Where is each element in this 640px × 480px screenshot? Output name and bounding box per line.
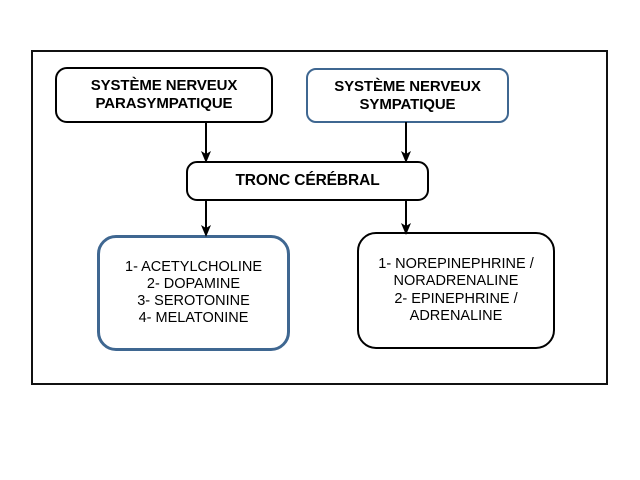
node-brainstem-label: TRONC CÉRÉBRAL <box>235 171 380 189</box>
node-sympathetic-transmitters-label: 1- NOREPINEPHRINE / NORADRENALINE 2- EPI… <box>378 256 534 324</box>
node-parasympathetic-transmitters-label: 1- ACETYLCHOLINE 2- DOPAMINE 3- SEROTONI… <box>125 258 262 327</box>
node-brainstem: TRONC CÉRÉBRAL <box>186 161 429 201</box>
node-parasympathetic-nervous-system: SYSTÈME NERVEUX PARASYMPATIQUE <box>55 67 273 123</box>
node-parasympathetic-transmitters: 1- ACETYLCHOLINE 2- DOPAMINE 3- SEROTONI… <box>97 235 290 351</box>
arrow-brainstem-to-sympathetic-transmitters <box>396 200 416 236</box>
node-parasympathetic-label: SYSTÈME NERVEUX PARASYMPATIQUE <box>90 77 238 112</box>
node-sympathetic-transmitters: 1- NOREPINEPHRINE / NORADRENALINE 2- EPI… <box>357 232 555 349</box>
arrow-parasympathetic-to-brainstem <box>196 122 216 164</box>
node-sympathetic-nervous-system: SYSTÈME NERVEUX SYMPATIQUE <box>306 68 509 123</box>
arrow-sympathetic-to-brainstem <box>396 122 416 164</box>
node-sympathetic-label: SYSTÈME NERVEUX SYMPATIQUE <box>334 77 481 113</box>
arrow-brainstem-to-parasympathetic-transmitters <box>196 200 216 238</box>
